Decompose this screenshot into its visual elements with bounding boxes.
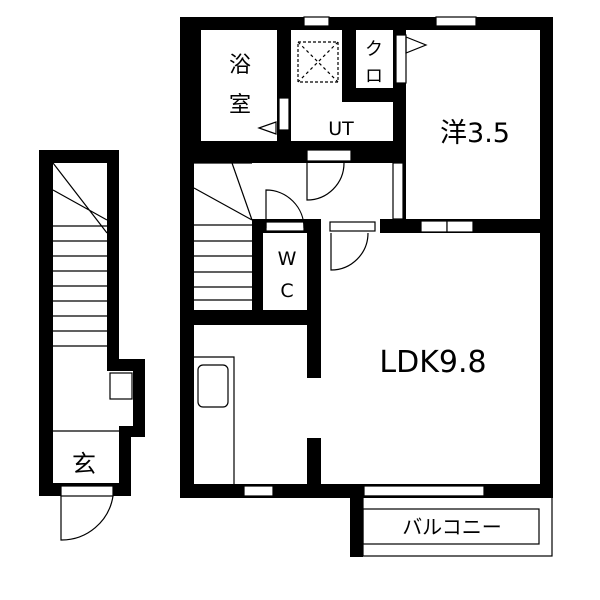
- windows-openings: [60, 16, 553, 557]
- room-label-bath-1: 浴: [229, 53, 251, 78]
- room-label-balcony: バルコニー: [402, 515, 502, 539]
- ventilation-fan-icon: [297, 41, 339, 83]
- room-label-wc-w: W: [278, 248, 297, 270]
- door-swings: [60, 36, 428, 541]
- room-label-bath-2: 室: [229, 93, 251, 118]
- kitchen-counter: [194, 356, 235, 484]
- room-label-entrance: 玄: [72, 450, 96, 478]
- room-label-ldk: LDK9.8: [379, 345, 486, 380]
- walls: [39, 17, 553, 557]
- room-label-closet-1: ク: [365, 39, 383, 60]
- room-label-wc-c: C: [280, 280, 293, 302]
- stairs: [52, 162, 253, 432]
- room-label-western: 洋3.5: [440, 118, 510, 149]
- room-label-closet-2: ロ: [365, 66, 383, 87]
- room-label-utility: UT: [328, 118, 354, 140]
